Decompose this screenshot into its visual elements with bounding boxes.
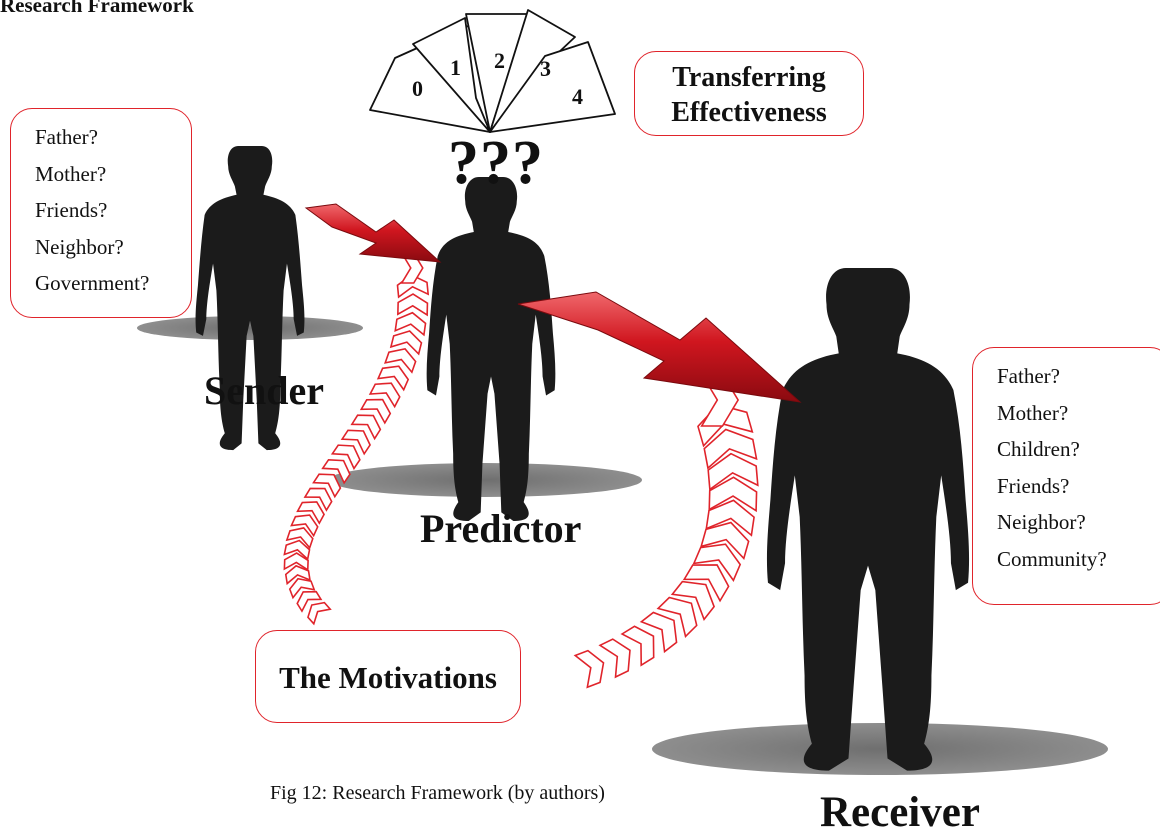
predictor-label: Predictor [420, 505, 581, 552]
figure-caption: Fig 12: Research Framework (by authors) [270, 782, 605, 805]
receiver-ground-shadow [652, 723, 1108, 775]
te-label-line2: Effectiveness [635, 95, 863, 130]
receiver-label: Receiver [820, 788, 980, 837]
motivations-box: The Motivations [255, 630, 521, 723]
sender-candidate: Mother? [35, 156, 191, 193]
sender-candidate: Friends? [35, 192, 191, 229]
chevron-mark [600, 634, 638, 677]
chevron-mark [398, 294, 428, 315]
chevron-mark [575, 647, 609, 687]
motivation-chevrons-right [575, 374, 758, 687]
sender-candidate: Government? [35, 265, 191, 302]
motivation-chevrons-left [284, 253, 428, 624]
sender-candidate: Father? [35, 119, 191, 156]
chevron-mark [395, 311, 427, 335]
te-label-line1: Transferring [635, 60, 863, 95]
receiver-candidate-list: Father? Mother? Children? Friends? Neigh… [997, 358, 1160, 577]
receiver-candidate: Friends? [997, 468, 1160, 505]
figure-heading: Research Framework [0, 0, 194, 18]
scale-level-label: 2 [494, 48, 505, 73]
sender-label: Sender [204, 367, 324, 414]
scale-level-label: 4 [572, 84, 583, 109]
sender-candidates-box: Father? Mother? Friends? Neighbor? Gover… [10, 108, 192, 318]
receiver-candidate: Community? [997, 541, 1160, 578]
effectiveness-scale-fan [370, 10, 615, 132]
receiver-candidate: Children? [997, 431, 1160, 468]
question-marks: ??? [448, 128, 544, 199]
sender-candidate: Neighbor? [35, 229, 191, 266]
predictor-to-receiver-arrow [518, 292, 800, 402]
sender-candidate-list: Father? Mother? Friends? Neighbor? Gover… [35, 119, 191, 302]
scale-level-label: 1 [450, 55, 461, 80]
receiver-candidates-box: Father? Mother? Children? Friends? Neigh… [972, 347, 1160, 605]
transferring-effectiveness-box: Transferring Effectiveness [634, 51, 864, 136]
predictor-ground-shadow [328, 463, 642, 497]
sender-to-predictor-arrow [306, 204, 440, 262]
receiver-silhouette [767, 268, 969, 771]
receiver-candidate: Neighbor? [997, 504, 1160, 541]
receiver-candidate: Mother? [997, 395, 1160, 432]
scale-level-label: 0 [412, 76, 423, 101]
scale-level-label: 3 [540, 56, 551, 81]
receiver-candidate: Father? [997, 358, 1160, 395]
